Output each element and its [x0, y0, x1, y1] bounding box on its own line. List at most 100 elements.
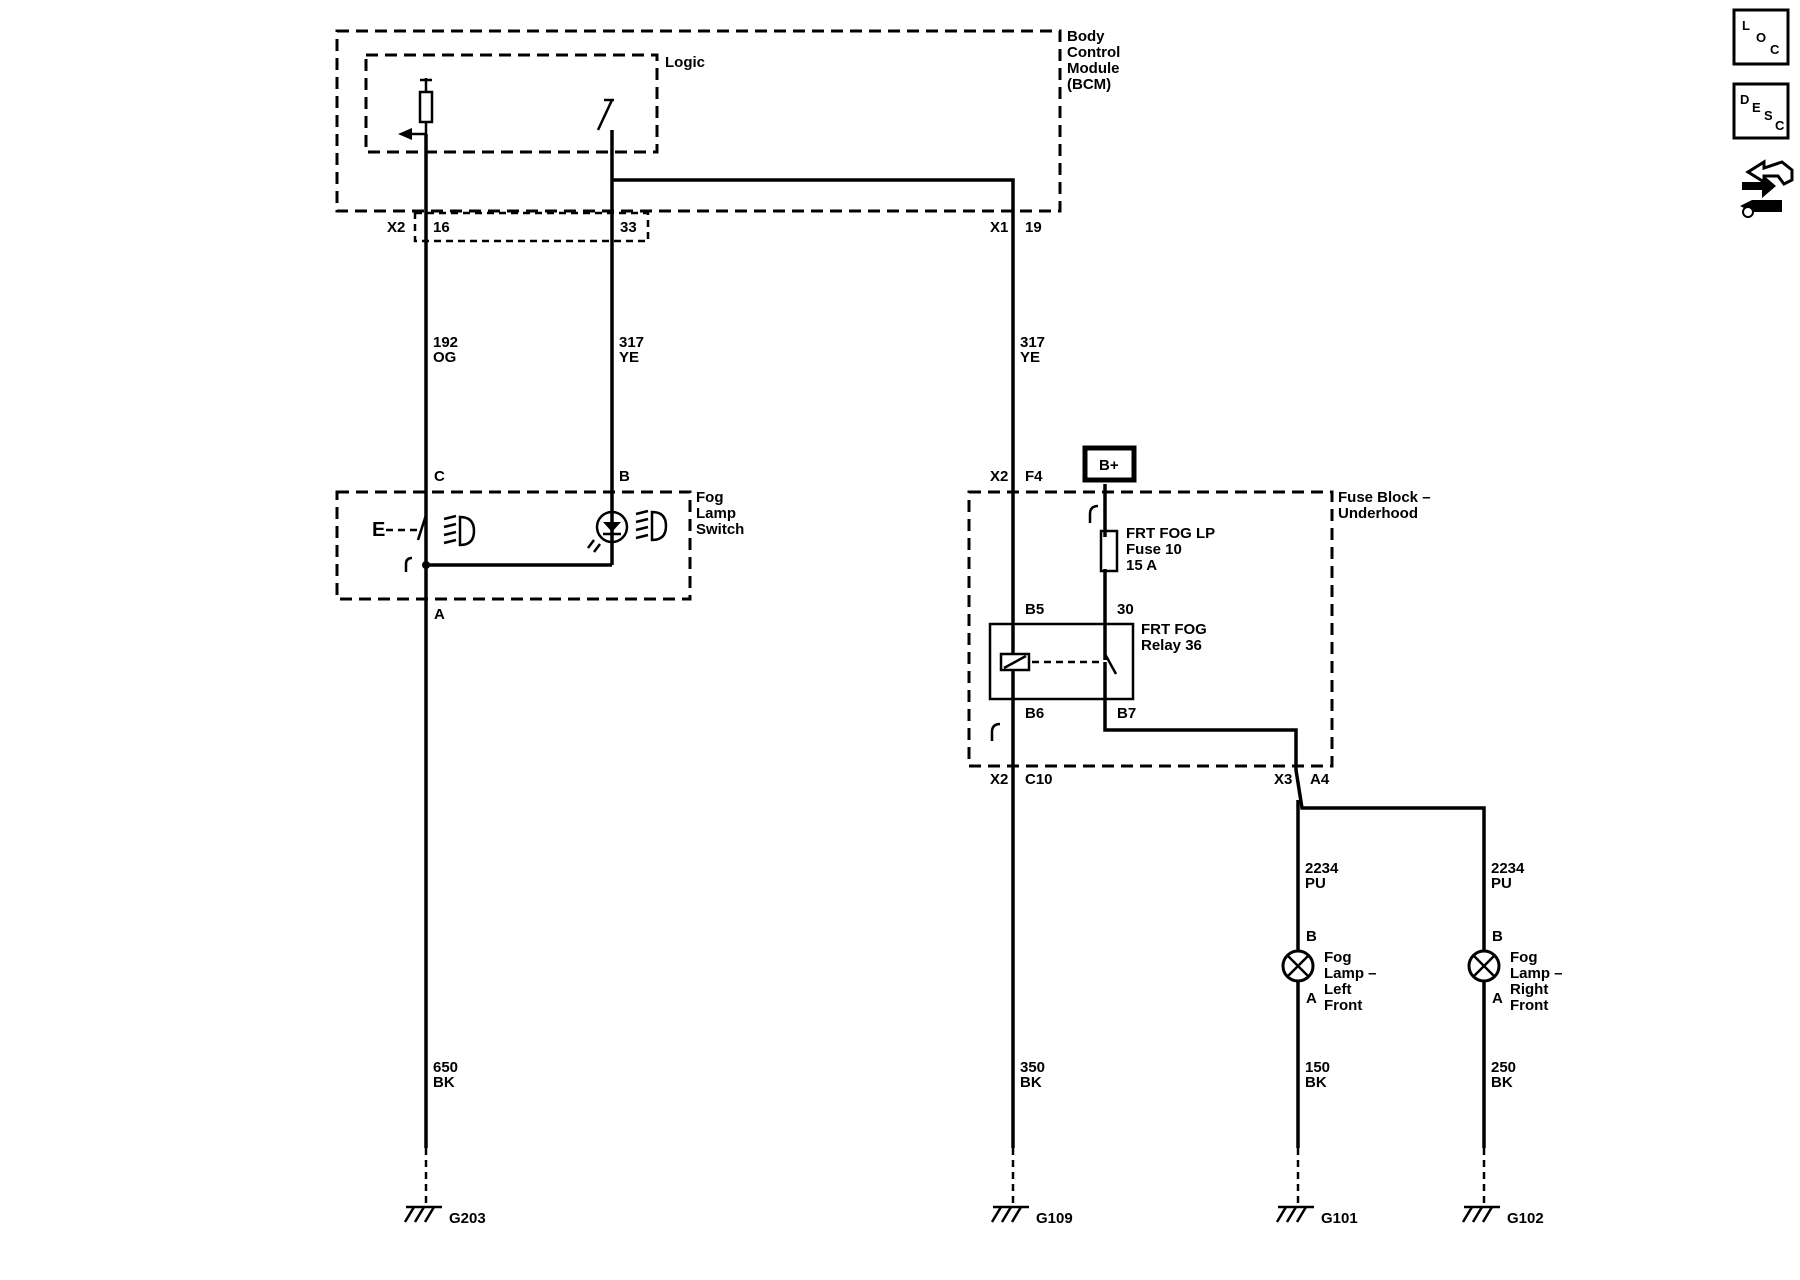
fog-lamp-left-front: B A Fog Lamp – Left Front: [1281, 928, 1377, 1014]
lamp-right-label-line1: Fog: [1510, 949, 1538, 966]
ground-icon: [1275, 1205, 1314, 1223]
fuse-ground-hook-icon: [1088, 504, 1099, 523]
bcm-switch-icon: [596, 98, 614, 131]
ground-icon: [990, 1205, 1029, 1223]
lamp-right-label-line2: Lamp –: [1510, 965, 1563, 982]
switch-pin-a-label: A: [434, 606, 445, 623]
wire-2234r-circuit: 2234: [1491, 860, 1525, 877]
bcm-label-line3: Module: [1067, 60, 1120, 77]
fog-lamp-switch: Fog Lamp Switch C B A E: [335, 468, 744, 623]
wire-250-color: BK: [1491, 1074, 1513, 1091]
bcm-label-line4: (BCM): [1067, 76, 1111, 93]
fog-indicator-headlight-icon: [635, 509, 668, 542]
relay-contact-icon: [1103, 653, 1118, 675]
desc-char-c: C: [1775, 118, 1785, 133]
ground-icon: [1461, 1205, 1500, 1223]
fuse-label-line1: FRT FOG LP: [1126, 525, 1215, 542]
ground-g203: G203: [403, 1205, 486, 1227]
lamp-left-label-line2: Lamp –: [1324, 965, 1377, 982]
bcm-x2-connector: [413, 211, 650, 243]
fb-a4-label: A4: [1310, 771, 1330, 788]
bcm-label-line1: Body: [1067, 28, 1105, 45]
fuse-block-outline: [967, 490, 1334, 768]
ground-g101-label: G101: [1321, 1210, 1358, 1227]
wire-350-color: BK: [1020, 1074, 1042, 1091]
desc-char-e: E: [1752, 100, 1761, 115]
description-icon[interactable]: [1732, 82, 1790, 140]
relay-30-label: 30: [1117, 601, 1134, 618]
switch-label-line3: Switch: [696, 521, 744, 538]
wire-317a-color: YE: [619, 349, 639, 366]
lamp-left-pin-b: B: [1306, 928, 1317, 945]
wire-150-color: BK: [1305, 1074, 1327, 1091]
ground-g101: G101: [1275, 1205, 1358, 1227]
lamp-right-pin-a: A: [1492, 990, 1503, 1007]
wire-650-circuit: 650: [433, 1059, 458, 1076]
ground-dashes: [424, 1148, 1486, 1205]
bcm-logic-outline: [364, 53, 659, 154]
wire-2234l-circuit: 2234: [1305, 860, 1339, 877]
wire-150-circuit: 150: [1305, 1059, 1330, 1076]
wire-250-circuit: 250: [1491, 1059, 1516, 1076]
loc-button[interactable]: L O C: [1732, 8, 1790, 66]
fog-lamp-right-front: B A Fog Lamp – Right Front: [1467, 928, 1563, 1014]
wire-350-circuit: 350: [1020, 1059, 1045, 1076]
ground-g109-label: G109: [1036, 1210, 1073, 1227]
bcm-pin33-label: 33: [620, 219, 637, 236]
fb-c10-label: C10: [1025, 771, 1053, 788]
fuse-10-icon: [1099, 529, 1119, 573]
bcm-resistor-icon: [398, 78, 434, 140]
lamp-left-label-line1: Fog: [1324, 949, 1352, 966]
fb-x2-bottom-label: X2: [990, 771, 1008, 788]
bcm-x2-label: X2: [387, 219, 405, 236]
wire-relay-output: [1103, 662, 1486, 1148]
battery-positive-box: [1082, 445, 1137, 483]
bcm-label-line2: Control: [1067, 44, 1120, 61]
ground-g102: G102: [1461, 1205, 1544, 1227]
bcm-x1-label: X1: [990, 219, 1008, 236]
switch-ground-hook-icon: [404, 556, 413, 572]
lamp-right-label-line3: Right: [1510, 981, 1548, 998]
desc-char-s: S: [1764, 108, 1773, 123]
desc-button[interactable]: D E S C: [1732, 82, 1790, 140]
loc-char-l: L: [1742, 18, 1750, 33]
bcm-module: Logic Body Control Module (BCM) X2 16 33…: [335, 28, 1120, 243]
lamp-right-label-line4: Front: [1510, 997, 1548, 1014]
location-icon[interactable]: [1732, 8, 1790, 66]
connector-hand-icon[interactable]: [1740, 159, 1794, 218]
ground-g109: G109: [990, 1205, 1073, 1227]
lamp-left-pin-a: A: [1306, 990, 1317, 1007]
indicator-led-icon: [587, 510, 629, 553]
switch-label-line1: Fog: [696, 489, 724, 506]
wire-192-color: OG: [433, 349, 456, 366]
lamp-left-label-line3: Left: [1324, 981, 1352, 998]
fb-x3-label: X3: [1274, 771, 1292, 788]
switch-label-line2: Lamp: [696, 505, 736, 522]
relay-coil-icon: [999, 652, 1031, 672]
fuse-block-underhood: Fuse Block – Underhood B+ FRT FOG LP Fus…: [967, 445, 1431, 788]
relay-b6-label: B6: [1025, 705, 1044, 722]
ground-g102-label: G102: [1507, 1210, 1544, 1227]
fuse-block-label-line1: Fuse Block –: [1338, 489, 1431, 506]
loc-char-c: C: [1770, 42, 1780, 57]
switch-contact-icon: [416, 514, 428, 541]
fuse-label-line2: Fuse 10: [1126, 541, 1182, 558]
wire-2234l-color: PU: [1305, 875, 1326, 892]
fb-x2-top-label: X2: [990, 468, 1008, 485]
switch-outline: [335, 490, 692, 601]
switch-pin-c-label: C: [434, 468, 445, 485]
lamp-left-label-line4: Front: [1324, 997, 1362, 1014]
relay-label-line1: FRT FOG: [1141, 621, 1207, 638]
fuse-block-label-line2: Underhood: [1338, 505, 1418, 522]
ground-g203-label: G203: [449, 1210, 486, 1227]
fuse-label-line3: 15 A: [1126, 557, 1157, 574]
wire-317a-circuit: 317: [619, 334, 644, 351]
bcm-logic-label: Logic: [665, 54, 705, 71]
switch-e-label: E: [372, 519, 385, 541]
wire-317-fuseblock: [612, 178, 1015, 1148]
desc-char-d: D: [1740, 92, 1749, 107]
fog-headlight-icon: [443, 514, 476, 547]
bcm-pin19-label: 19: [1025, 219, 1042, 236]
relay-ground-hook-icon: [990, 722, 1001, 741]
